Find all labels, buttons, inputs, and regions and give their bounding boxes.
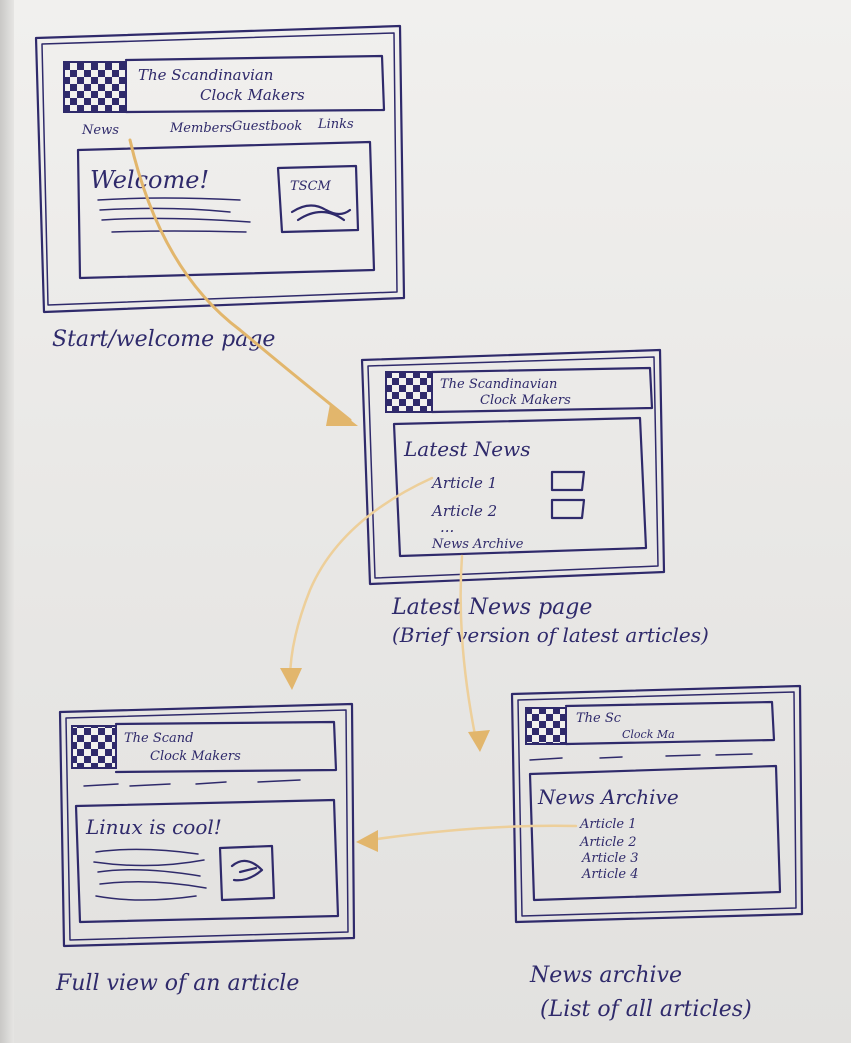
full-caption: Full view of an article [55, 971, 299, 996]
archive-logo-line1: The Sc [576, 711, 622, 726]
latest-item-2-thumb [550, 498, 586, 520]
start-heading: Welcome! [90, 166, 209, 194]
start-logo-line1: The Scandinavian [138, 66, 273, 84]
latest-logo-line1: The Scandinavian [440, 377, 557, 392]
full-text-scribble [93, 848, 207, 901]
start-image-box [276, 164, 360, 234]
latest-item-2: Article 2 [430, 502, 497, 520]
full-image-scribble [230, 859, 264, 882]
news-archive-page-sketch: The Sc Clock Ma News Archive Article 1 A… [510, 684, 804, 1022]
start-image-label: TSCM [290, 179, 332, 194]
latest-logo-line2: Clock Makers [480, 393, 571, 408]
start-caption: Start/welcome page [52, 327, 275, 352]
paper-edge [0, 0, 14, 1043]
archive-item-4: Article 4 [581, 867, 639, 882]
full-logo-line1: The Scand [124, 731, 194, 746]
latest-link-archive: News Archive [431, 537, 524, 552]
archive-item-2: Article 2 [579, 835, 637, 850]
archive-item-3: Article 3 [581, 851, 639, 866]
flow-arrows [128, 138, 578, 852]
start-logo-line2: Clock Makers [200, 86, 305, 104]
latest-logo-icon [385, 371, 433, 413]
full-logo-icon [71, 725, 117, 769]
arrow-latest-to-archive-head [468, 730, 490, 752]
arrow-archive-to-full [368, 824, 578, 842]
start-image-scribble [290, 204, 352, 222]
latest-caption-line2: (Brief version of latest articles) [392, 623, 709, 647]
latest-news-page-sketch: The Scandinavian Clock Makers Latest New… [360, 348, 709, 647]
full-article-page-sketch: The Scand Clock Makers Linux is cool! Fu… [55, 702, 356, 996]
full-nav-scribble [83, 779, 301, 787]
archive-caption-line1: News archive [529, 963, 682, 988]
arrow-start-to-latest-head [326, 404, 358, 426]
start-nav-members: Members [169, 121, 233, 136]
arrow-start-to-latest [128, 138, 352, 422]
latest-heading: Latest News [403, 437, 530, 461]
latest-item-1-thumb [550, 470, 586, 492]
latest-item-3: ... [440, 518, 454, 536]
latest-caption-line1: Latest News page [391, 595, 592, 620]
archive-logo-line2: Clock Ma [622, 728, 675, 741]
archive-item-1: Article 1 [579, 817, 637, 832]
arrow-latest-to-full [288, 476, 434, 682]
archive-heading: News Archive [537, 785, 679, 809]
full-heading: Linux is cool! [85, 815, 222, 839]
latest-item-1: Article 1 [430, 474, 497, 492]
start-nav-links: Links [317, 117, 354, 132]
arrow-archive-to-full-head [356, 830, 378, 852]
archive-logo-icon [525, 707, 567, 745]
start-nav-news: News [81, 123, 119, 138]
full-image-box [218, 844, 276, 902]
start-page-sketch: The Scandinavian Clock Makers News Membe… [34, 24, 406, 352]
checkered-logo-icon [63, 61, 127, 113]
arrow-latest-to-full-head [280, 668, 302, 690]
full-logo-line2: Clock Makers [150, 749, 241, 764]
archive-caption-line2: (List of all articles) [540, 997, 752, 1022]
archive-nav-scribble [529, 753, 753, 761]
arrow-latest-to-archive [459, 554, 478, 742]
start-text-lines [97, 197, 251, 233]
start-nav-guestbook: Guestbook [232, 119, 302, 134]
